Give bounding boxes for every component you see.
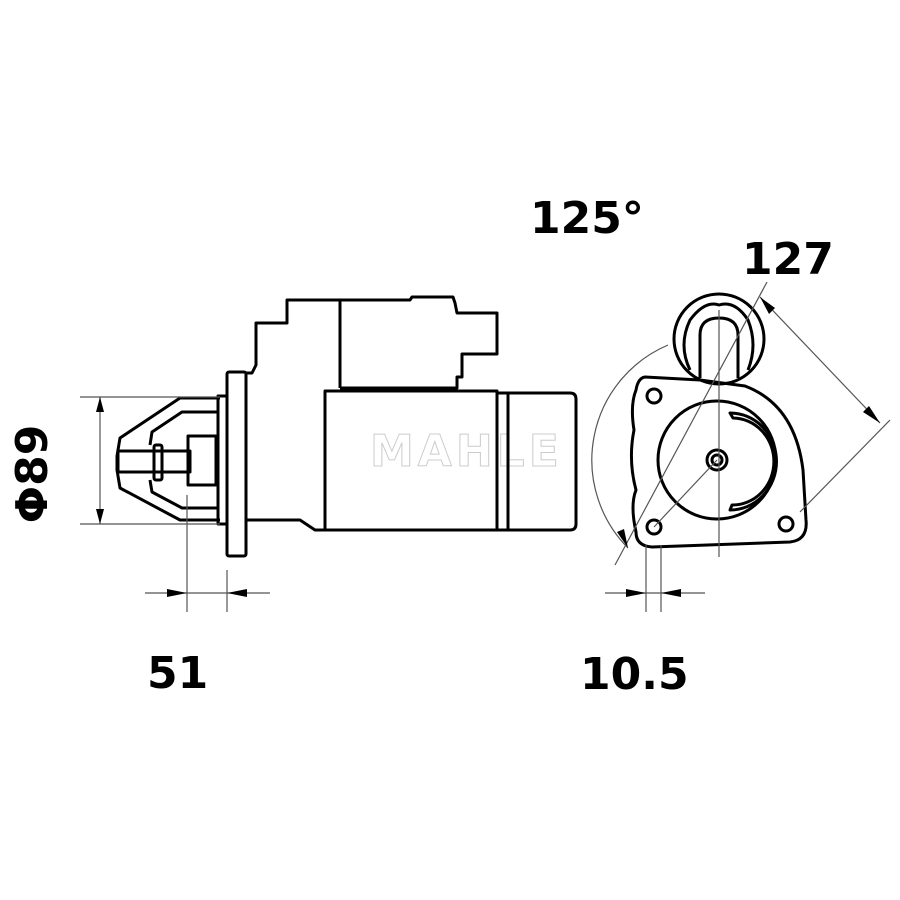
pinion-nose-inner xyxy=(148,410,218,510)
end-flange xyxy=(629,375,808,549)
pinion xyxy=(186,434,218,487)
motor-body xyxy=(323,389,499,532)
solenoid xyxy=(340,295,499,390)
mount-hole-bottom-right xyxy=(777,515,795,533)
hole-size-label: 10.5 xyxy=(580,649,689,700)
pinion-window xyxy=(728,411,778,512)
mount-hole-top-left xyxy=(645,387,663,405)
side-dimensions xyxy=(80,396,270,612)
mount-hole-bottom-left xyxy=(645,518,663,536)
shaft-collar xyxy=(152,443,164,482)
mount-distance-label: 127 xyxy=(742,234,834,285)
shaft-hub-outer xyxy=(705,448,729,472)
angle-arc xyxy=(591,344,669,549)
side-view: MAHLE xyxy=(115,295,578,558)
angle-label: 125° xyxy=(530,193,644,244)
shaft-hub-inner xyxy=(710,453,724,467)
flange-offset-label: 51 xyxy=(147,648,209,699)
drive-housing xyxy=(246,298,342,532)
brand-watermark: MAHLE xyxy=(370,426,563,477)
diameter-label: Φ89 xyxy=(7,424,58,524)
end-cap xyxy=(497,391,578,532)
mounting-flange xyxy=(225,370,248,558)
end-view xyxy=(591,281,891,612)
